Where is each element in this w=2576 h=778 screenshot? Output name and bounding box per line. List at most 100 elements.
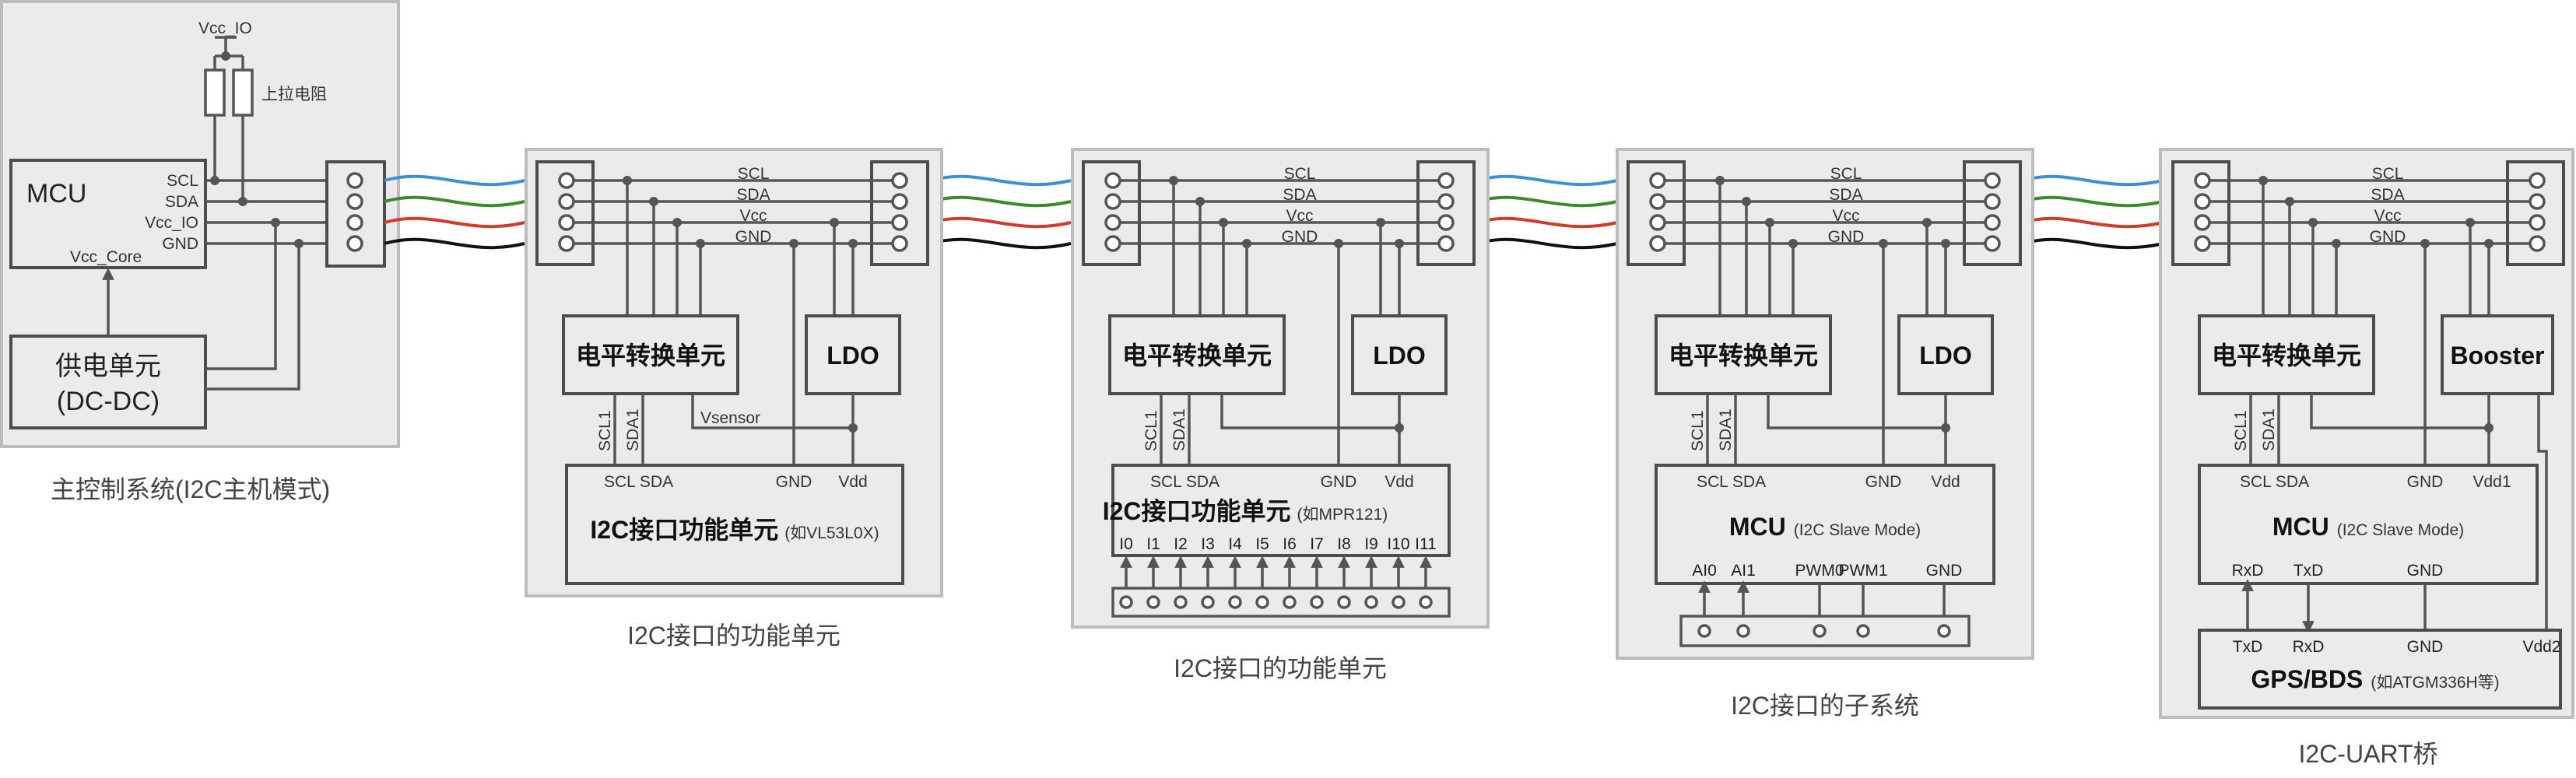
unit-4-booster <box>2441 314 2554 395</box>
unit-2-io-6: I6 <box>1283 535 1297 553</box>
power-unit-line2: (DC-DC) <box>57 387 160 416</box>
unit-4-gps-vdd2: Vdd2 <box>2522 638 2560 656</box>
unit-2-function-block <box>1111 464 1451 557</box>
unit-4-gps-block <box>2198 629 2562 710</box>
master-pin-sda: SDA <box>165 193 198 211</box>
unit-2-sda1: SDA1 <box>1170 408 1188 451</box>
cable-scl-4 <box>2023 174 2164 187</box>
unit-2-ldo-label: LDO <box>1373 342 1426 370</box>
cable-scl-2 <box>930 174 1072 187</box>
unit-3-bus-scl: SCL <box>1830 165 1862 183</box>
unit-2-io-2: I2 <box>1174 535 1188 553</box>
unit-1-bus-scl: SCL <box>738 165 770 183</box>
cable-gnd-2 <box>930 237 1072 250</box>
unit-3-title: MCU(I2C Slave Mode) <box>1729 513 1921 541</box>
unit-2-pin-vdd: Vdd <box>1385 473 1413 491</box>
unit-3-pin-gnd: GND <box>1865 473 1902 491</box>
unit-3-bus-vcc: Vcc <box>1832 207 1859 225</box>
unit-4-mcu-txd: TxD <box>2293 562 2324 580</box>
unit-2-io-9: I9 <box>1364 535 1378 553</box>
cable-sda-3 <box>1476 195 1618 208</box>
unit-2-io-7: I7 <box>1310 535 1324 553</box>
unit-4-booster-label: Booster <box>2451 342 2545 370</box>
unit-1-bus-vcc: Vcc <box>739 207 767 225</box>
unit-2-io-3: I3 <box>1201 535 1215 553</box>
unit-3-mcu-block <box>1655 464 1995 585</box>
unit-1-pin-vdd: Vdd <box>838 473 867 491</box>
unit-2-title: I2C接口功能单元(如MPR121) <box>1103 497 1388 525</box>
unit-3-pin-scl-sda: SCL SDA <box>1697 473 1766 491</box>
unit-4-gps-txd: TxD <box>2233 638 2263 656</box>
unit-4-mcu-rxd: RxD <box>2232 562 2264 580</box>
unit-4-bus-scl: SCL <box>2372 165 2404 183</box>
unit-2-io-8: I8 <box>1337 535 1351 553</box>
bus-cables <box>384 174 2164 250</box>
unit-3-shifter-label: 电平转换单元 <box>1669 342 1818 370</box>
unit-3-io-pwm1: PWM1 <box>1839 562 1888 580</box>
cable-scl-1 <box>384 174 525 187</box>
unit-2-ldo <box>1351 314 1448 395</box>
unit-4-bus-vcc: Vcc <box>2374 207 2401 225</box>
unit-4-pin-vdd1: Vdd1 <box>2472 473 2511 491</box>
unit-2-io-4: I4 <box>1228 535 1242 553</box>
unit-2-scl1: SCL1 <box>1142 410 1160 451</box>
unit-2-bus-sda: SDA <box>1283 186 1316 204</box>
unit-2-caption: I2C接口的功能单元 <box>1174 654 1387 682</box>
pullup-label: 上拉电阻 <box>261 86 327 103</box>
cable-vcc-1 <box>384 216 525 229</box>
unit-3-sda1: SDA1 <box>1717 408 1735 451</box>
unit-1-shifter-label: 电平转换单元 <box>576 342 725 370</box>
unit-4-level-shifter <box>2198 314 2375 395</box>
master-caption: 主控制系统(I2C主机模式) <box>51 475 330 503</box>
unit-3-level-shifter <box>1655 314 1832 395</box>
unit-4-mcu-block <box>2198 464 2539 585</box>
pullup-resistor-sda <box>232 68 254 117</box>
unit-2-io-11: I11 <box>1415 535 1437 553</box>
cable-vcc-4 <box>2023 216 2164 229</box>
unit-2: SCL SDA Vcc GND 电平转换单元 LDO SCL1 SDA1 SCL… <box>1071 148 1490 682</box>
unit-2-level-shifter <box>1108 314 1286 395</box>
cable-sda-4 <box>2023 195 2164 208</box>
master-pin-vccio: Vcc_IO <box>145 214 198 232</box>
unit-3-io-pwm0: PWM0 <box>1795 562 1844 580</box>
unit-2-io-1: I1 <box>1146 535 1160 553</box>
unit-4-pin-gnd: GND <box>2407 473 2444 491</box>
unit-1-scl1: SCL1 <box>596 410 614 451</box>
unit-2-pin-scl-sda: SCL SDA <box>1150 473 1220 491</box>
unit-1-ldo-label: LDO <box>826 342 879 370</box>
master-pin-gnd: GND <box>162 235 198 253</box>
unit-1-level-shifter <box>562 314 739 395</box>
unit-3-connector-left <box>1627 160 1686 266</box>
unit-4-caption: I2C-UART桥 <box>2299 740 2438 768</box>
pullup-resistor-scl <box>204 68 226 117</box>
unit-2-shifter-label: 电平转换单元 <box>1122 342 1272 370</box>
unit-1-pin-scl-sda: SCL SDA <box>604 473 673 491</box>
unit-1-pin-gnd: GND <box>776 473 812 491</box>
power-unit-line1: 供电单元 <box>55 352 161 381</box>
master-mcu-label: MCU <box>26 179 86 209</box>
unit-3-ldo <box>1897 314 1994 395</box>
cable-vcc-2 <box>930 216 1072 229</box>
unit-1-caption: I2C接口的功能单元 <box>627 622 841 650</box>
vcc-io-top-label: Vcc_IO <box>198 19 252 37</box>
unit-1-bus-gnd: GND <box>735 228 772 246</box>
unit-2-io-0: I0 <box>1119 535 1133 553</box>
unit-2-bus-scl: SCL <box>1284 165 1316 183</box>
unit-4: SCL SDA Vcc GND 电平转换单元 Booster SCL1 SDA1… <box>2159 148 2574 768</box>
unit-3-pin-vdd: Vdd <box>1931 473 1960 491</box>
unit-3-bus-sda: SDA <box>1829 186 1862 204</box>
cable-sda-1 <box>384 195 525 208</box>
unit-4-mcu-gnd: GND <box>2407 562 2444 580</box>
cable-gnd-3 <box>1476 237 1618 250</box>
unit-4-gps-title: GPS/BDS(如ATGM336H等) <box>2251 665 2499 693</box>
unit-1-title: I2C接口功能单元(如VL53L0X) <box>590 516 879 544</box>
unit-2-io-row: I0 I1 I2 I3 I4 I5 I6 I7 I8 I9 I10 I11 <box>1111 535 1451 618</box>
master-pin-scl: SCL <box>167 172 198 190</box>
cable-vcc-3 <box>1476 216 1618 229</box>
unit-3-bus-gnd: GND <box>1828 228 1865 246</box>
unit-4-scl1: SCL1 <box>2232 410 2250 451</box>
unit-3-io-ai1: AI1 <box>1731 562 1756 580</box>
unit-2-bus-gnd: GND <box>1282 228 1318 246</box>
unit-2-io-5: I5 <box>1255 535 1269 553</box>
